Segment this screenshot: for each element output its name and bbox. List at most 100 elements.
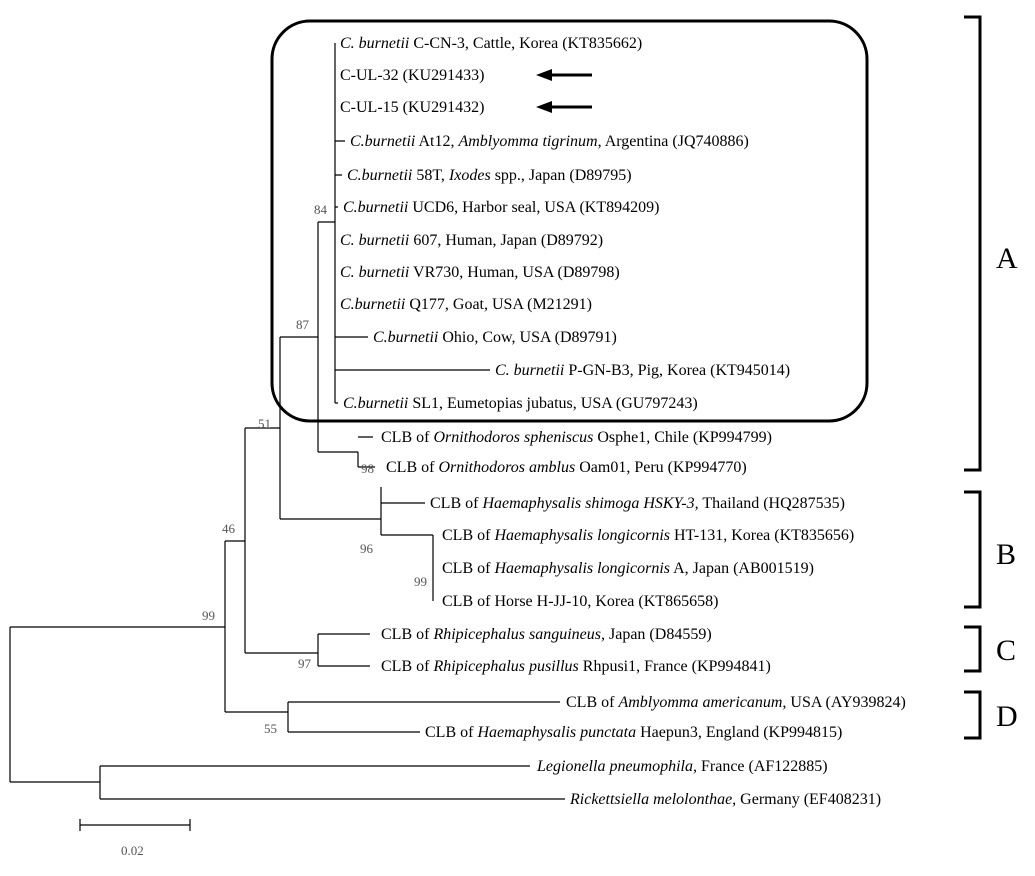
leaf-label-segment: HSKY-3, xyxy=(639,495,698,512)
bootstrap-value: 84 xyxy=(314,202,328,217)
leaf-label: CLB of Amblyomma americanum, USA (AY9398… xyxy=(566,694,906,711)
leaf-label-segment: A, Japan (AB001519) xyxy=(670,560,814,577)
bootstrap-value: 99 xyxy=(202,608,215,623)
leaf-label-segment: C. burnetii xyxy=(495,362,564,379)
leaf-label-segment: Ixodes xyxy=(448,167,491,184)
clade-label: C xyxy=(996,634,1016,667)
arrow-head-icon xyxy=(536,101,552,113)
leaf-label-segment: UCD6, Harbor seal, USA (KT894209) xyxy=(408,199,659,216)
leaf-label-segment: Haemaphysalis shimoga xyxy=(481,495,639,512)
leaf-label-segment: C-CN-3, Cattle, Korea (KT835662) xyxy=(409,35,642,52)
leaf-label-segment: Oam01, Peru (KP994770) xyxy=(575,459,747,476)
leaf-label: CLB of Horse H-JJ-10, Korea (KT865658) xyxy=(442,593,718,610)
leaf-label: C.burnetii SL1, Eumetopias jubatus, USA … xyxy=(343,395,698,412)
leaf-label-segment: At12, xyxy=(415,133,458,150)
leaf-label-segment: C.burnetii xyxy=(340,296,405,313)
leaf-label-segment: CLB of xyxy=(442,560,494,577)
leaf-label-segment: 607, Human, Japan (D89792) xyxy=(409,232,603,249)
leaf-label-segment: C.burnetii xyxy=(347,167,412,184)
leaf-label-segment: C.burnetii xyxy=(343,395,408,412)
leaf-label-segment: Legionella pneumophila, xyxy=(536,758,697,775)
leaf-label-segment: C.burnetii xyxy=(350,133,415,150)
leaf-label-segment: C. burnetii xyxy=(340,232,409,249)
clade-label: D xyxy=(996,700,1018,733)
leaf-label-segment: CLB of xyxy=(425,724,477,741)
leaf-label-segment: Ornithodoros amblus xyxy=(438,459,575,476)
leaf-label: C.burnetii 58T, Ixodes spp., Japan (D897… xyxy=(347,167,632,184)
tree-branch xyxy=(335,140,490,404)
tree-branch xyxy=(318,633,370,667)
leaf-label: C. burnetii 607, Human, Japan (D89792) xyxy=(340,232,603,249)
leaf-label-segment: CLB of xyxy=(442,527,494,544)
leaf-label-segment: CLB of Horse H-JJ-10, Korea (KT865658) xyxy=(442,593,718,610)
leaf-label-segment: CLB of xyxy=(381,626,433,643)
tree-branch xyxy=(225,540,288,713)
leaf-label-segment: Rhipicephalus pusillus xyxy=(432,658,578,675)
leaf-label: CLB of Ornithodoros spheniscus Osphe1, C… xyxy=(381,429,772,446)
leaf-label: CLB of Haemaphysalis shimoga HSKY-3, Tha… xyxy=(430,495,845,512)
leaf-label: C.burnetii Q177, Goat, USA (M21291) xyxy=(340,296,592,313)
leaf-label-segment: P-GN-B3, Pig, Korea (KT945014) xyxy=(564,362,790,379)
leaf-label-segment: CLB of xyxy=(430,495,482,512)
leaf-label-segment: Rhpusi1, France (KP994841) xyxy=(579,658,771,675)
tree-branches xyxy=(9,43,565,800)
leaf-label: CLB of Rhipicephalus sanguineus, Japan (… xyxy=(381,626,712,643)
clade-bracket xyxy=(964,690,982,740)
tree-branch xyxy=(358,436,375,468)
tree-branch xyxy=(288,701,560,733)
leaf-label: C. burnetii P-GN-B3, Pig, Korea (KT94501… xyxy=(495,362,790,379)
clade-bracket xyxy=(964,15,982,472)
clade-label: B xyxy=(996,538,1016,571)
clade-bracket xyxy=(964,625,982,673)
leaf-label-segment: C.burnetii xyxy=(373,329,438,346)
scale-bar-label: 0.02 xyxy=(121,843,144,858)
leaf-label-segment: Ornithodoros spheniscus xyxy=(433,429,593,446)
leaf-label-segment: C.burnetii xyxy=(343,199,408,216)
leaf-label-segment: CLB of xyxy=(381,429,433,446)
leaf-labels: C. burnetii C-CN-3, Cattle, Korea (KT835… xyxy=(340,35,906,808)
leaf-label-segment: CLB of xyxy=(381,658,433,675)
leaf-label: C.burnetii UCD6, Harbor seal, USA (KT894… xyxy=(343,199,659,216)
bootstrap-value: 98 xyxy=(361,461,374,476)
leaf-label-segment: SL1, Eumetopias jubatus, USA (GU797243) xyxy=(408,395,697,412)
bootstrap-value: 97 xyxy=(298,656,312,671)
leaf-label-segment: Q177, Goat, USA (M21291) xyxy=(405,296,592,313)
bootstrap-value: 51 xyxy=(258,416,271,431)
tree-branch xyxy=(280,336,381,520)
bootstrap-value: 55 xyxy=(264,721,277,736)
leaf-label-segment: Japan (D84559) xyxy=(605,626,712,643)
leaf-label: C.burnetii At12, Amblyomma tigrinum, Arg… xyxy=(350,133,749,150)
leaf-label-segment: Germany (EF408231) xyxy=(736,791,881,808)
leaf-label-segment: VR730, Human, USA (D89798) xyxy=(409,264,619,281)
leaf-label-segment: Haemaphysalis punctata xyxy=(476,724,636,741)
leaf-label-segment: C. burnetii xyxy=(340,264,409,281)
leaf-label: CLB of Haemaphysalis longicornis HT-131,… xyxy=(442,527,854,544)
leaf-label: CLB of Haemaphysalis punctata Haepun3, E… xyxy=(425,724,842,741)
leaf-label: C-UL-15 (KU291432) xyxy=(340,99,484,116)
highlight-arrows xyxy=(536,69,592,113)
bootstrap-value: 96 xyxy=(360,541,374,556)
leaf-label-segment: CLB of xyxy=(566,694,618,711)
scale-bar: 0.02 xyxy=(79,819,191,858)
leaf-label-segment: Haepun3, England (KP994815) xyxy=(636,724,842,741)
leaf-label-segment: C. burnetii xyxy=(340,35,409,52)
leaf-label-segment: Thailand (HQ287535) xyxy=(699,495,845,512)
leaf-label: Legionella pneumophila, France (AF122885… xyxy=(536,758,828,775)
leaf-label-segment: Amblyomma tigrinum xyxy=(457,133,597,150)
leaf-label-segment: , Argentina (JQ740886) xyxy=(598,133,749,150)
leaf-label: C-UL-32 (KU291433) xyxy=(340,67,484,84)
leaf-label: C. burnetii C-CN-3, Cattle, Korea (KT835… xyxy=(340,35,642,52)
leaf-label-segment: 58T, xyxy=(412,167,449,184)
bootstrap-value: 99 xyxy=(414,574,427,589)
leaf-label-segment: C-UL-32 (KU291433) xyxy=(340,67,484,84)
leaf-label-segment: USA (AY939824) xyxy=(786,694,905,711)
leaf-label: Rickettsiella melolonthae, Germany (EF40… xyxy=(569,791,881,808)
leaf-label-segment: Haemaphysalis longicornis xyxy=(493,560,670,577)
leaf-label-segment: Rhipicephalus sanguineus, xyxy=(432,626,605,643)
leaf-label-segment: Osphe1, Chile (KP994799) xyxy=(593,429,772,446)
leaf-label: CLB of Ornithodoros amblus Oam01, Peru (… xyxy=(386,459,747,476)
bootstrap-value: 87 xyxy=(296,317,310,332)
